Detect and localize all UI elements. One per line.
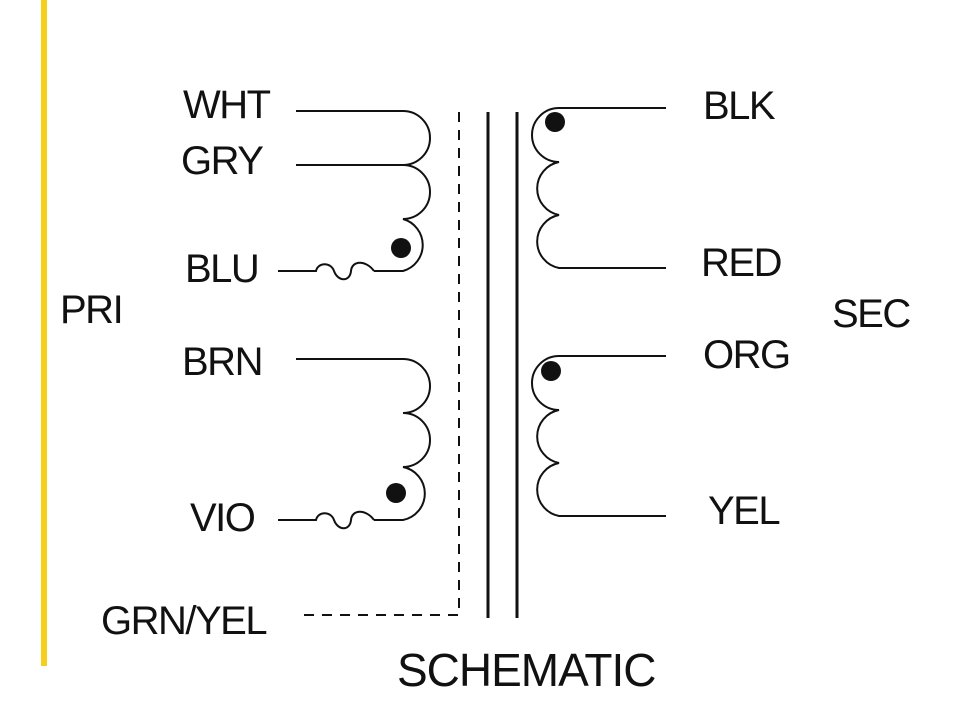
lead-label-blu: BLU bbox=[185, 247, 258, 291]
secondary-label: SEC bbox=[832, 292, 910, 336]
lead-label-blk: BLK bbox=[703, 84, 776, 128]
fuse-loop-blu bbox=[278, 261, 375, 281]
accent-bar bbox=[41, 0, 47, 666]
secondary-winding-2 bbox=[531, 355, 666, 517]
lead-label-yel: YEL bbox=[708, 489, 779, 533]
primary-winding-1 bbox=[296, 110, 431, 272]
polarity-dot-secondary-2 bbox=[541, 361, 561, 381]
lead-label-ground: GRN/YEL bbox=[101, 599, 266, 643]
fuse-loop-vio bbox=[278, 510, 375, 530]
lead-label-gry: GRY bbox=[181, 139, 263, 183]
lead-label-org: ORG bbox=[703, 333, 790, 377]
primary-label: PRI bbox=[60, 288, 122, 332]
polarity-dot-primary-1 bbox=[391, 238, 411, 258]
secondary-winding-1 bbox=[531, 107, 666, 269]
lead-label-wht: WHT bbox=[183, 83, 271, 127]
shield-dashed-line bbox=[297, 112, 460, 616]
lead-label-brn: BRN bbox=[182, 340, 262, 384]
schematic-title: SCHEMATIC bbox=[397, 644, 656, 696]
primary-winding-2 bbox=[296, 358, 431, 521]
lead-label-vio: VIO bbox=[190, 496, 255, 540]
polarity-dot-secondary-1 bbox=[545, 112, 565, 132]
lead-label-red: RED bbox=[701, 241, 781, 285]
polarity-dot-primary-2 bbox=[386, 483, 406, 503]
